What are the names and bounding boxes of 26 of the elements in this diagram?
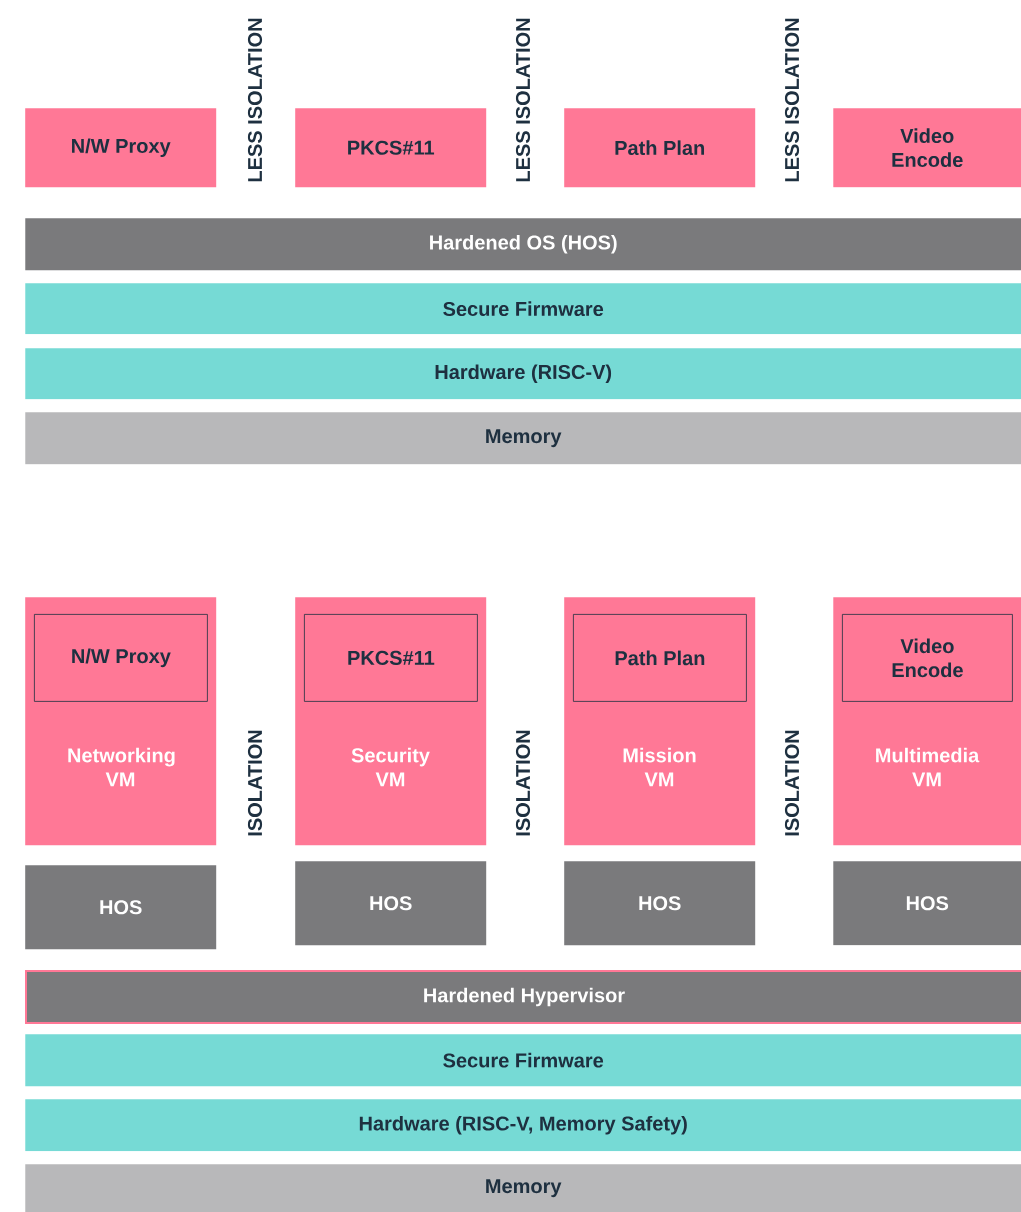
app-box: Video Encode [842,614,1013,702]
isolation-label: ISOLATION [784,730,800,836]
layer-band: Hardened OS (HOS) [25,218,1021,271]
app-box: Path Plan [564,108,756,188]
app-box: PKCS#11 [295,108,487,188]
layer-band: Hardware (RISC-V) [25,348,1021,400]
layer-band: Secure Firmware [25,1034,1021,1087]
isolation-label: ISOLATION [247,730,263,836]
hos-box: HOS [295,861,487,946]
app-box: Path Plan [573,614,747,702]
isolation-label: ISOLATION [515,730,531,836]
app-box: N/W Proxy [25,108,217,188]
hos-box: HOS [564,861,756,946]
app-box: PKCS#11 [304,614,478,702]
layer-band: Secure Firmware [25,283,1021,335]
hos-box: HOS [833,861,1021,946]
layer-band: Hardware (RISC-V, Memory Safety) [25,1099,1021,1152]
layer-band: Memory [25,412,1021,465]
layer-band: Hardened Hypervisor [25,970,1021,1024]
app-box: N/W Proxy [34,614,208,702]
isolation-label: LESS ISOLATION [515,18,531,182]
isolation-label: LESS ISOLATION [247,18,263,182]
app-box: Video Encode [833,108,1021,188]
isolation-label: LESS ISOLATION [784,18,800,182]
layer-band: Memory [25,1164,1021,1212]
hos-box: HOS [25,865,217,950]
